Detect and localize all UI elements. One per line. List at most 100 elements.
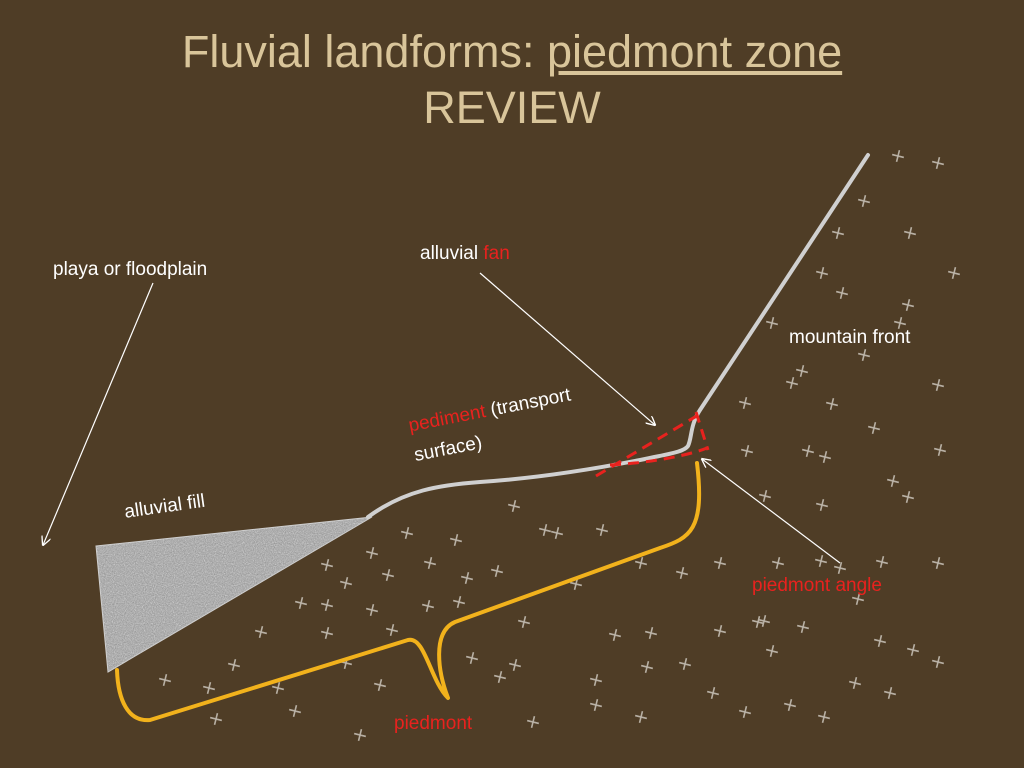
bedrock-cross bbox=[771, 556, 785, 570]
bedrock-pattern bbox=[158, 149, 961, 742]
alluvial-fan-red: fan bbox=[483, 243, 510, 264]
bedrock-cross bbox=[209, 712, 223, 726]
bedrock-cross bbox=[675, 566, 689, 580]
bedrock-cross bbox=[517, 615, 531, 629]
bedrock-cross bbox=[931, 378, 945, 392]
slide-title: Fluvial landforms: piedmont zone REVIEW bbox=[0, 24, 1024, 136]
bedrock-cross bbox=[294, 596, 308, 610]
bedrock-cross bbox=[507, 499, 521, 513]
bedrock-cross bbox=[903, 226, 917, 240]
bedrock-cross bbox=[848, 676, 862, 690]
bedrock-cross bbox=[893, 316, 907, 330]
bedrock-cross bbox=[385, 623, 399, 637]
bedrock-cross bbox=[634, 710, 648, 724]
bedrock-cross bbox=[644, 626, 658, 640]
bedrock-cross bbox=[423, 556, 437, 570]
bedrock-cross bbox=[595, 523, 609, 537]
bedrock-cross bbox=[608, 628, 622, 642]
bedrock-cross bbox=[421, 599, 435, 613]
bedrock-cross bbox=[365, 603, 379, 617]
bedrock-cross bbox=[801, 444, 815, 458]
bedrock-cross bbox=[783, 698, 797, 712]
bedrock-cross bbox=[288, 704, 302, 718]
bedrock-cross bbox=[640, 660, 654, 674]
bedrock-cross bbox=[796, 620, 810, 634]
bedrock-cross bbox=[227, 658, 241, 672]
bedrock-cross bbox=[931, 556, 945, 570]
bedrock-cross bbox=[851, 592, 865, 606]
bedrock-cross bbox=[713, 556, 727, 570]
label-piedmont: piedmont bbox=[394, 713, 473, 734]
bedrock-cross bbox=[825, 397, 839, 411]
bedrock-cross bbox=[751, 615, 765, 629]
bedrock-cross bbox=[818, 450, 832, 464]
bedrock-cross bbox=[465, 651, 479, 665]
bedrock-cross bbox=[713, 624, 727, 638]
bedrock-cross bbox=[817, 710, 831, 724]
bedrock-cross bbox=[449, 533, 463, 547]
bedrock-cross bbox=[795, 364, 809, 378]
bedrock-cross bbox=[271, 681, 285, 695]
bedrock-cross bbox=[365, 546, 379, 560]
bedrock-cross bbox=[901, 298, 915, 312]
bedrock-cross bbox=[339, 576, 353, 590]
piedmont-bracket bbox=[115, 461, 702, 723]
label-piedmont-angle: piedmont angle bbox=[752, 575, 882, 596]
bedrock-cross bbox=[857, 194, 871, 208]
bedrock-cross bbox=[933, 443, 947, 457]
bedrock-cross bbox=[765, 316, 779, 330]
bedrock-cross bbox=[765, 644, 779, 658]
label-playa: playa or floodplain bbox=[53, 259, 208, 280]
bedrock-cross bbox=[857, 348, 871, 362]
alluvial-fill-wedge bbox=[96, 517, 372, 672]
bedrock-cross bbox=[706, 686, 720, 700]
bedrock-cross bbox=[526, 715, 540, 729]
bedrock-cross bbox=[815, 498, 829, 512]
bedrock-cross bbox=[320, 626, 334, 640]
bedrock-cross bbox=[320, 558, 334, 572]
bedrock-cross bbox=[867, 421, 881, 435]
piedmont-angle-highlight bbox=[595, 411, 710, 478]
bedrock-cross bbox=[569, 577, 583, 591]
bedrock-cross bbox=[158, 673, 172, 687]
bedrock-cross bbox=[353, 728, 367, 742]
bedrock-cross bbox=[886, 474, 900, 488]
bedrock-cross bbox=[589, 673, 603, 687]
alluvial-fan-prefix: alluvial bbox=[420, 243, 484, 264]
label-mountain-front: mountain front bbox=[789, 327, 911, 348]
bedrock-cross bbox=[490, 564, 504, 578]
bedrock-cross bbox=[901, 490, 915, 504]
bedrock-cross bbox=[815, 266, 829, 280]
alluvial-fill-outline bbox=[95, 516, 373, 673]
bedrock-cross bbox=[634, 556, 648, 570]
bedrock-cross bbox=[831, 226, 845, 240]
bedrock-cross bbox=[906, 643, 920, 657]
bedrock-cross bbox=[875, 555, 889, 569]
playa-arrow bbox=[43, 282, 154, 545]
bedrock-cross bbox=[947, 266, 961, 280]
alluvial-fan-arrow bbox=[479, 272, 655, 425]
bedrock-cross bbox=[678, 657, 692, 671]
bedrock-cross bbox=[883, 686, 897, 700]
bedrock-cross bbox=[320, 598, 334, 612]
bedrock-cross bbox=[538, 523, 552, 537]
bedrock-cross bbox=[202, 681, 216, 695]
piedmont-angle-arrow bbox=[702, 459, 841, 564]
bedrock-cross bbox=[785, 376, 799, 390]
label-alluvial-fan: alluvial fan bbox=[420, 243, 510, 265]
bedrock-cross bbox=[460, 571, 474, 585]
bedrock-cross bbox=[873, 634, 887, 648]
title-prefix: Fluvial landforms: bbox=[181, 26, 547, 77]
bedrock-cross bbox=[740, 444, 754, 458]
bedrock-cross bbox=[931, 655, 945, 669]
title-line-2: REVIEW bbox=[423, 82, 601, 133]
bedrock-cross bbox=[254, 625, 268, 639]
bedrock-cross bbox=[891, 149, 905, 163]
title-underlined: piedmont zone bbox=[546, 26, 843, 77]
bedrock-cross bbox=[757, 614, 771, 628]
bedrock-cross bbox=[833, 561, 847, 575]
bedrock-cross bbox=[738, 705, 752, 719]
bedrock-cross bbox=[814, 554, 828, 568]
bedrock-cross bbox=[508, 658, 522, 672]
